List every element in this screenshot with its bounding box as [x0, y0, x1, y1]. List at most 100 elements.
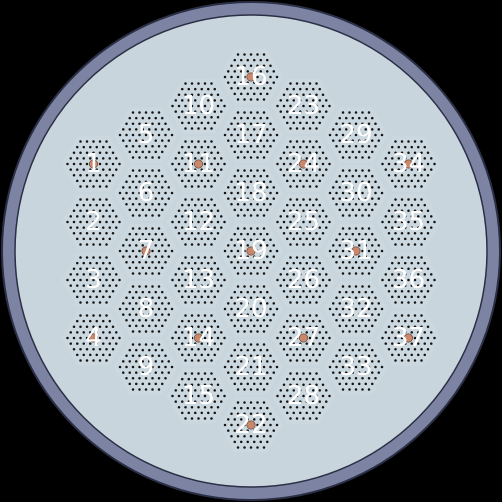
fuel-pin-lattice: [381, 140, 436, 188]
fuel-assembly-36: 36: [376, 252, 441, 308]
assembly-number: 33: [339, 352, 372, 382]
assembly-number: 4: [85, 323, 102, 353]
fuel-assembly-15: 15: [166, 368, 231, 424]
fuel-assembly-9: 9: [114, 339, 178, 395]
fuel-assembly-28: 28: [271, 368, 336, 424]
fuel-pin-lattice: [223, 227, 279, 275]
assembly-number: 9: [138, 352, 155, 382]
fuel-pin-lattice: [171, 256, 226, 304]
instrument-tube: [246, 420, 256, 430]
assembly-number: 17: [234, 120, 267, 150]
fuel-pin-lattice: [223, 343, 279, 391]
fuel-pin-lattice: [223, 53, 279, 101]
instrument-tube: [403, 159, 413, 169]
fuel-assembly-29: 29: [324, 107, 388, 163]
assembly-number: 1: [85, 149, 102, 179]
assembly-number: 8: [138, 294, 155, 324]
fuel-assembly-6: 6: [114, 165, 178, 221]
fuel-assembly-37: 37: [376, 310, 441, 366]
fuel-pin-lattice: [328, 169, 384, 217]
instrument-tube: [246, 246, 256, 256]
fuel-pin-lattice: [66, 140, 121, 188]
fuel-pin-lattice: [118, 343, 174, 391]
assembly-number: 24: [287, 149, 320, 179]
assembly-number: 30: [339, 178, 372, 208]
fuel-pin-lattice: [171, 82, 226, 130]
assembly-number: 5: [138, 120, 155, 150]
fuel-pin-lattice: [171, 140, 226, 188]
assembly-number: 19: [234, 236, 267, 266]
fuel-pin-lattice: [276, 314, 331, 362]
fuel-assembly-8: 8: [114, 281, 178, 337]
assembly-number: 23: [287, 91, 320, 121]
assembly-number: 22: [234, 410, 267, 440]
fuel-pin-lattice: [171, 198, 226, 246]
assembly-number: 26: [287, 265, 320, 295]
fuel-pin-lattice: [381, 198, 436, 246]
fuel-pin-lattice: [66, 256, 121, 304]
instrument-tube: [141, 246, 151, 256]
fuel-pin-lattice: [328, 227, 384, 275]
assembly-number: 21: [234, 352, 267, 382]
fuel-assembly-4: 4: [61, 310, 126, 366]
fuel-assembly-30: 30: [324, 165, 388, 221]
assembly-number: 2: [85, 207, 102, 237]
fuel-assembly-grid: 1234567891011121314151617181920212223242…: [61, 49, 441, 453]
fuel-pin-lattice: [118, 285, 174, 333]
fuel-pin-lattice: [223, 285, 279, 333]
assembly-number: 13: [182, 265, 215, 295]
assembly-number: 25: [287, 207, 320, 237]
instrument-tube: [298, 333, 308, 343]
fuel-pin-lattice: [118, 227, 174, 275]
assembly-number: 20: [234, 294, 267, 324]
fuel-assembly-27: 27: [271, 310, 336, 366]
fuel-assembly-16: 16: [219, 49, 283, 105]
fuel-pin-lattice: [381, 314, 436, 362]
fuel-assembly-24: 24: [271, 136, 336, 192]
fuel-assembly-3: 3: [61, 252, 126, 308]
fuel-assembly-31: 31: [324, 223, 388, 279]
assembly-number: 6: [138, 178, 155, 208]
assembly-number: 11: [182, 149, 215, 179]
instrument-tube: [89, 333, 99, 343]
instrument-tube: [351, 246, 361, 256]
fuel-assembly-25: 25: [271, 194, 336, 250]
fuel-assembly-34: 34: [376, 136, 441, 192]
assembly-number: 16: [234, 62, 267, 92]
fuel-pin-lattice: [276, 140, 331, 188]
instrument-tube: [194, 159, 204, 169]
fuel-pin-lattice: [276, 82, 331, 130]
fuel-assembly-12: 12: [166, 194, 231, 250]
fuel-pin-lattice: [276, 372, 331, 420]
fuel-assembly-14: 14: [166, 310, 231, 366]
fuel-assembly-32: 32: [324, 281, 388, 337]
fuel-assembly-18: 18: [219, 165, 283, 221]
fuel-pin-lattice: [276, 198, 331, 246]
assembly-number: 14: [182, 323, 215, 353]
fuel-assembly-21: 21: [219, 339, 283, 395]
fuel-assembly-5: 5: [114, 107, 178, 163]
assembly-number: 18: [234, 178, 267, 208]
fuel-assembly-10: 10: [166, 78, 231, 134]
fuel-pin-lattice: [328, 111, 384, 159]
assembly-number: 35: [392, 207, 425, 237]
fuel-assembly-23: 23: [271, 78, 336, 134]
fuel-assembly-26: 26: [271, 252, 336, 308]
fuel-pin-lattice: [223, 111, 279, 159]
fuel-pin-lattice: [66, 314, 121, 362]
fuel-pin-lattice: [276, 256, 331, 304]
assembly-number: 10: [182, 91, 215, 121]
fuel-pin-lattice: [171, 372, 226, 420]
fuel-pin-lattice: [328, 343, 384, 391]
fuel-assembly-17: 17: [219, 107, 283, 163]
assembly-number: 12: [182, 207, 215, 237]
fuel-pin-lattice: [66, 198, 121, 246]
fuel-pin-lattice: [171, 314, 226, 362]
fuel-assembly-11: 11: [166, 136, 231, 192]
fuel-assembly-20: 20: [219, 281, 283, 337]
assembly-number: 36: [392, 265, 425, 295]
instrument-tube: [194, 333, 204, 343]
fuel-assembly-7: 7: [114, 223, 178, 279]
fuel-pin-lattice: [118, 111, 174, 159]
